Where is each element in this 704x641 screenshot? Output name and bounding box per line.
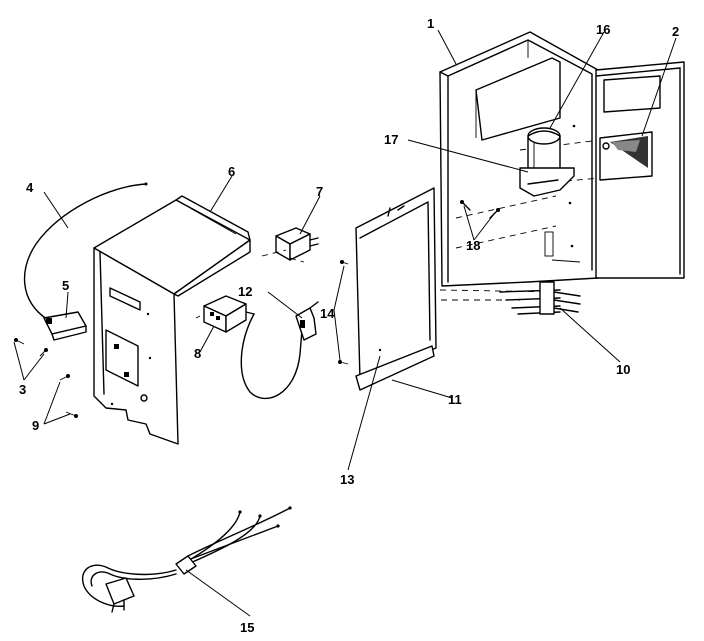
leader-lines: [13, 29, 677, 617]
part-6-control-box: [93, 195, 251, 445]
callout-13: 13: [340, 472, 354, 487]
callout-10: 10: [616, 362, 630, 377]
part-14-screws: [338, 260, 349, 365]
callout-12: 12: [238, 284, 252, 299]
callout-3: 3: [19, 382, 26, 397]
callout-labels: 1 2 3 4 5 6 7 8 9 10 11 12 13 14 15 16 1…: [19, 16, 679, 635]
callout-9: 9: [32, 418, 39, 433]
part-12-wire-harness: [240, 301, 319, 400]
callout-2: 2: [672, 24, 679, 39]
part-10-terminal-block: [499, 281, 581, 315]
part-5-sensor-clip: [43, 311, 87, 341]
part-7-switch: [261, 227, 319, 263]
part-8-thermostat: [195, 295, 255, 333]
part-15-power-cord: [81, 506, 292, 613]
callout-14: 14: [320, 306, 335, 321]
part-9-screws: [59, 374, 78, 418]
callout-7: 7: [316, 184, 323, 199]
callout-6: 6: [228, 164, 235, 179]
part-4-sensor-wire: [23, 182, 148, 321]
callout-4: 4: [26, 180, 34, 195]
callout-1: 1: [427, 16, 434, 31]
part-17-bracket: [519, 167, 575, 197]
callout-8: 8: [194, 346, 201, 361]
part-11-cover-panel: [355, 187, 437, 391]
part-3-screws: [14, 338, 48, 357]
callout-5: 5: [62, 278, 69, 293]
callout-17: 17: [384, 132, 398, 147]
callout-18: 18: [466, 238, 480, 253]
part-1-housing: [430, 31, 601, 301]
callout-15: 15: [240, 620, 254, 635]
callout-11: 11: [448, 392, 462, 407]
callout-16: 16: [596, 22, 610, 37]
part-2-door-panel: [595, 61, 685, 279]
